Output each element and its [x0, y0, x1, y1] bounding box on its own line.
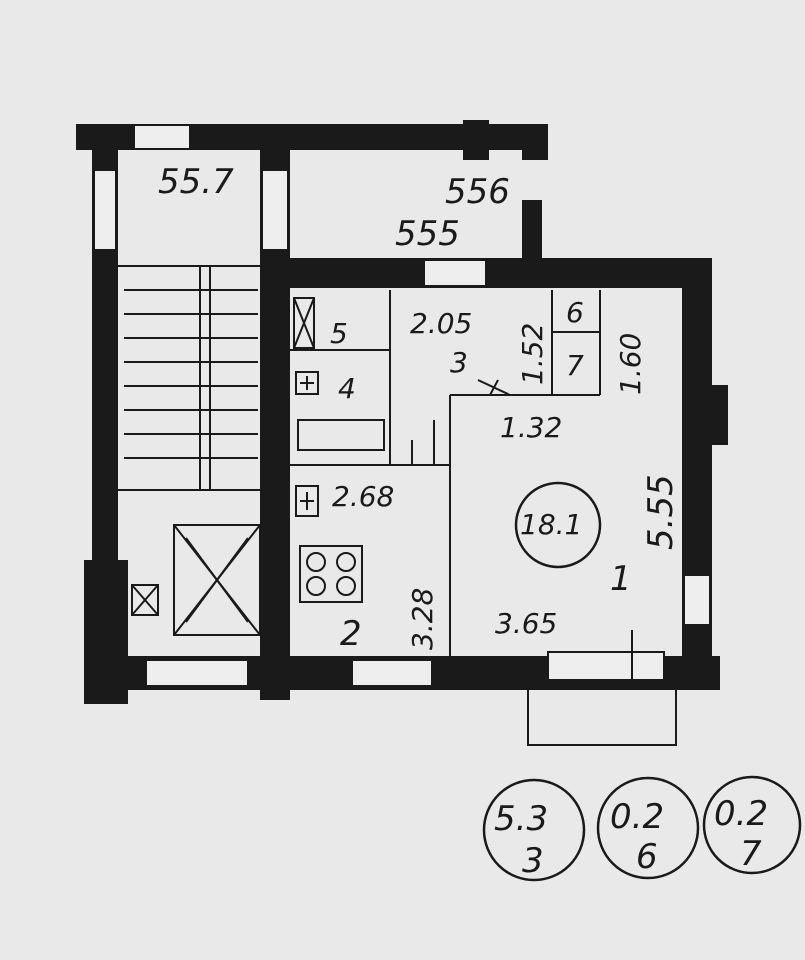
- sink-icon: [295, 371, 319, 395]
- room-labels: 1 2 3 4 5 6 7 18.1: [330, 296, 632, 654]
- area-main-label: 18.1: [520, 508, 582, 541]
- kitchen-sink-icon: [295, 485, 319, 517]
- legend-item-room-7: 0.2 7: [702, 775, 802, 875]
- room-3-label: 3: [450, 346, 468, 379]
- legend-area-3: 5.3: [494, 799, 548, 839]
- fixtures: [293, 297, 633, 690]
- dim-555-top: 555: [395, 214, 460, 254]
- legend-area-6: 0.2: [610, 797, 664, 837]
- dimension-labels: 55.7 556 555 2.05 1.52 1.60 1.32 5.55 2.…: [158, 162, 681, 650]
- area-legend: 5.3 3 0.2 6 0.2 7: [482, 775, 802, 882]
- dim-268: 2.68: [332, 480, 394, 513]
- legend-room-6: 6: [636, 837, 658, 877]
- legend-item-room-6: 0.2 6: [596, 776, 700, 880]
- room-7-label: 7: [566, 349, 584, 382]
- windows: [93, 124, 711, 746]
- toilet-icon: [293, 297, 315, 349]
- partitions: [290, 290, 601, 656]
- area-main-circle: [514, 481, 602, 569]
- room-4-label: 4: [338, 372, 356, 405]
- legend-room-3: 3: [522, 841, 544, 881]
- legend-room-7: 7: [740, 834, 762, 874]
- room-6-label: 6: [566, 296, 584, 329]
- room-5-label: 5: [330, 317, 348, 350]
- dim-160: 1.60: [614, 333, 647, 395]
- room-2-label: 2: [340, 614, 362, 654]
- dim-205: 2.05: [410, 307, 472, 340]
- dim-557: 55.7: [158, 162, 234, 202]
- bathtub-icon: [297, 419, 385, 451]
- dim-555-right: 5.55: [641, 474, 681, 550]
- legend-area-7: 0.2: [714, 794, 768, 834]
- dim-556: 556: [445, 172, 510, 212]
- room-1-label: 1: [610, 559, 632, 599]
- legend-item-room-3: 5.3 3: [482, 778, 586, 882]
- stove-icon: [299, 545, 363, 603]
- dim-152: 1.52: [516, 323, 549, 385]
- staircase: [118, 265, 261, 636]
- dim-328: 3.28: [406, 588, 439, 650]
- dim-365: 3.65: [495, 607, 557, 640]
- dim-132: 1.32: [500, 411, 562, 444]
